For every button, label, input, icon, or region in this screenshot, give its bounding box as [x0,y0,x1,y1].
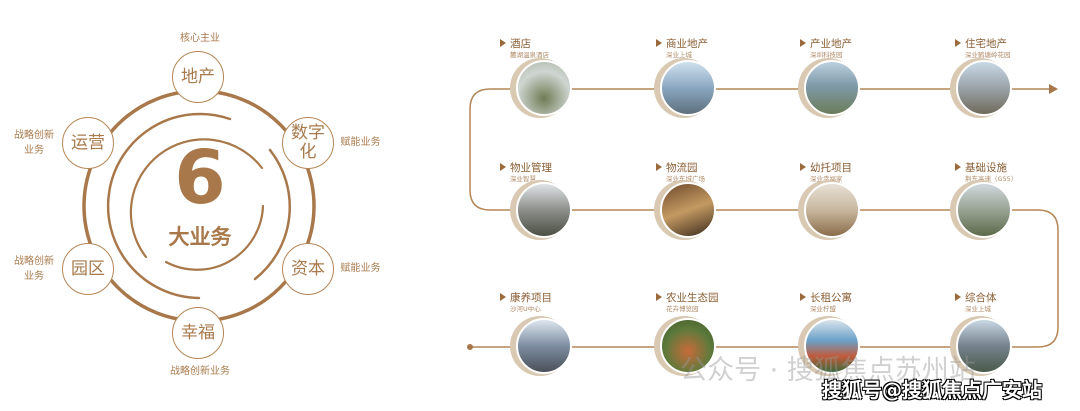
label-strategic: 战略创新业务 [14,256,54,282]
triangle-bullet-icon [656,163,662,171]
center-label: 大业务 [168,225,232,249]
project-photo [956,60,1012,116]
item-title: 酒店 [510,38,531,50]
segment-park: 园区 [62,243,114,295]
segment-happiness: 幸福 [172,307,224,359]
inner-arc [106,112,232,300]
center-number: 6 [174,135,226,221]
inner-arc [129,138,264,259]
item-title: 农业生态园 [666,292,719,304]
item-subtitle: 深业幸福家 [810,175,843,183]
item-subtitle: 深业鹤塘岭花园 [965,51,1011,59]
triangle-bullet-icon [800,163,806,171]
item-title: 幼托项目 [810,162,852,174]
project-photo [660,182,716,238]
item-title: 住宅地产 [965,38,1007,50]
triangle-bullet-icon [800,39,806,47]
item-subtitle: 深圳科技园 [810,51,843,59]
project-photo [660,318,716,374]
item-title: 长租公寓 [810,292,852,304]
item-subtitle: 深业柠盟 [810,305,836,313]
inner-arc [253,148,292,281]
label-strategic: 战略创新业务 [170,366,230,377]
project-photo [516,182,572,238]
segment-real-estate: 地产 [172,51,224,103]
triangle-bullet-icon [500,39,506,47]
item-title: 康养项目 [510,292,552,304]
label-strategic: 战略创新业务 [14,130,54,156]
segment-capital: 资本 [282,243,334,295]
project-photo [516,318,572,374]
item-subtitle: 深业智慧 [510,175,536,183]
project-photo [660,60,716,116]
triangle-bullet-icon [500,163,506,171]
segment-digital-label: 数字化 [291,123,325,162]
item-title: 综合体 [965,292,997,304]
triangle-bullet-icon [656,39,662,47]
label-core: 核心主业 [180,33,220,44]
triangle-bullet-icon [800,293,806,301]
project-photo [956,318,1012,374]
timeline-arrow-icon [1049,84,1058,94]
segment-digital: 数字化 [282,117,334,169]
project-photo [804,60,860,116]
triangle-bullet-icon [955,293,961,301]
item-title: 物业管理 [510,162,552,174]
item-subtitle: 麓湖温泉酒店 [510,51,549,59]
triangle-bullet-icon [656,293,662,301]
project-photo [804,182,860,238]
project-photo [804,318,860,374]
triangle-bullet-icon [500,293,506,301]
item-subtitle: 深业上城 [666,51,692,59]
faded-watermark: 公众号 · 搜狐焦点苏州站 [680,355,976,386]
item-subtitle: 深业车城广场 [666,175,705,183]
label-enabling: 赋能业务 [340,263,381,274]
triangle-bullet-icon [955,39,961,47]
watermark: 搜狐号@搜狐焦点广安站 [822,378,1042,402]
label-enabling: 赋能业务 [340,137,381,148]
item-subtitle: 深业上城 [965,305,991,313]
item-title: 产业地产 [810,38,852,50]
timeline-start-dot [467,344,473,350]
item-subtitle: 荆东高速（G55） [965,175,1018,183]
item-subtitle: 花卉博览园 [666,305,699,313]
triangle-bullet-icon [955,163,961,171]
project-photo [956,182,1012,238]
item-title: 物流园 [666,162,698,174]
item-title: 基础设施 [965,162,1007,174]
item-title: 商业地产 [666,38,708,50]
inner-arc [164,204,265,271]
segment-operation: 运营 [62,117,114,169]
item-subtitle: 沙河U中心 [510,305,541,313]
project-photo [516,60,572,116]
